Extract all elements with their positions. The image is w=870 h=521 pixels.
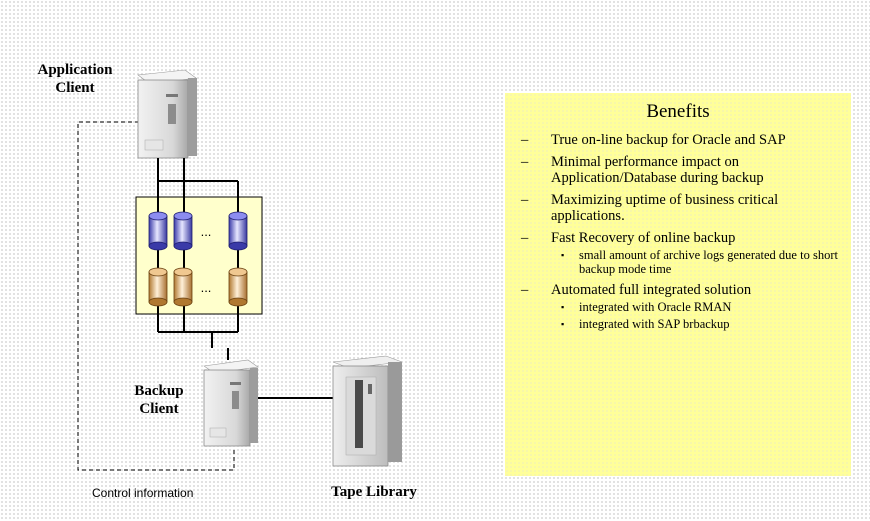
benefit-item: True on-line backup for Oracle and SAP	[515, 132, 845, 148]
benefit-item: Minimal performance impact on Applicatio…	[515, 154, 845, 186]
disk-icon	[228, 267, 248, 307]
benefit-sublist: small amount of archive logs generated d…	[551, 248, 845, 276]
benefit-subitem: small amount of archive logs generated d…	[551, 248, 845, 276]
benefits-title: Benefits	[646, 101, 710, 122]
benefit-text: Automated full integrated solution	[551, 282, 752, 298]
benefit-text: Minimal performance impact on Applicatio…	[551, 154, 764, 186]
ellipsis-bottom: ...	[201, 280, 212, 295]
application-client-server-icon	[137, 69, 197, 159]
benefits-list: True on-line backup for Oracle and SAP M…	[515, 132, 845, 337]
ellipsis-top: ...	[201, 224, 212, 239]
disk-icon	[173, 267, 193, 307]
control-information-path	[77, 121, 235, 471]
benefit-item: Maximizing uptime of business critical a…	[515, 192, 845, 224]
backup-client-server-icon	[203, 359, 259, 447]
benefit-item: Automated full integrated solution integ…	[515, 282, 845, 331]
benefit-item: Fast Recovery of online backup small amo…	[515, 230, 845, 276]
backup-client-label: Backup Client	[134, 383, 184, 417]
benefit-subitem: integrated with Oracle RMAN	[551, 300, 845, 314]
disk-icon	[148, 267, 168, 307]
benefit-text: Fast Recovery of online backup	[551, 230, 736, 246]
disk-icon	[173, 211, 193, 251]
benefits-panel: Benefits True on-line backup for Oracle …	[505, 93, 851, 476]
disk-icon	[228, 211, 248, 251]
blue-disk-row	[148, 211, 248, 251]
tape-library-icon	[332, 355, 403, 467]
benefit-subitem: integrated with SAP brbackup	[551, 317, 845, 331]
storage-bus-lines	[157, 181, 239, 360]
benefit-text: Maximizing uptime of business critical a…	[551, 192, 779, 224]
app-to-storage-connections	[157, 158, 238, 182]
benefit-sublist: integrated with Oracle RMAN integrated w…	[551, 300, 845, 331]
control-information-label: Control information	[92, 486, 194, 500]
tape-library-label: Tape Library	[331, 484, 417, 500]
benefit-text: True on-line backup for Oracle and SAP	[551, 132, 786, 148]
application-client-label: Application Client	[37, 62, 113, 96]
tan-disk-row	[148, 267, 248, 307]
disk-icon	[148, 211, 168, 251]
